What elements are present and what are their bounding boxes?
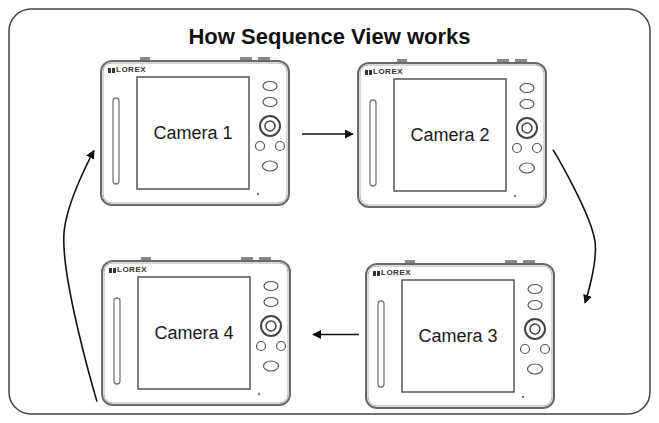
camera-label: Camera 2 <box>394 79 506 191</box>
sequence-arrow <box>553 150 595 303</box>
monitor-device <box>104 257 288 403</box>
camera-monitor: Camera 1 <box>100 60 290 206</box>
sequence-arrow <box>313 334 359 336</box>
camera-label: Camera 3 <box>402 280 514 392</box>
sequence-arrow <box>302 133 353 135</box>
diagram-title: How Sequence View works <box>0 24 659 50</box>
camera-monitor: Camera 4 <box>101 260 291 406</box>
sequence-arrow <box>64 151 97 402</box>
brand-logo: LOREX <box>373 67 403 76</box>
frame <box>9 9 650 414</box>
camera-monitor: Camera 2 <box>357 62 547 208</box>
monitor-device <box>103 57 287 203</box>
brand-logo: LOREX <box>381 268 411 277</box>
camera-label: Camera 4 <box>138 277 250 389</box>
monitor-device <box>368 260 552 406</box>
camera-label: Camera 1 <box>137 77 249 189</box>
monitor-device <box>360 59 544 205</box>
brand-logo: LOREX <box>116 65 146 74</box>
brand-logo: LOREX <box>117 265 147 274</box>
camera-monitor: Camera 3 <box>365 263 555 409</box>
